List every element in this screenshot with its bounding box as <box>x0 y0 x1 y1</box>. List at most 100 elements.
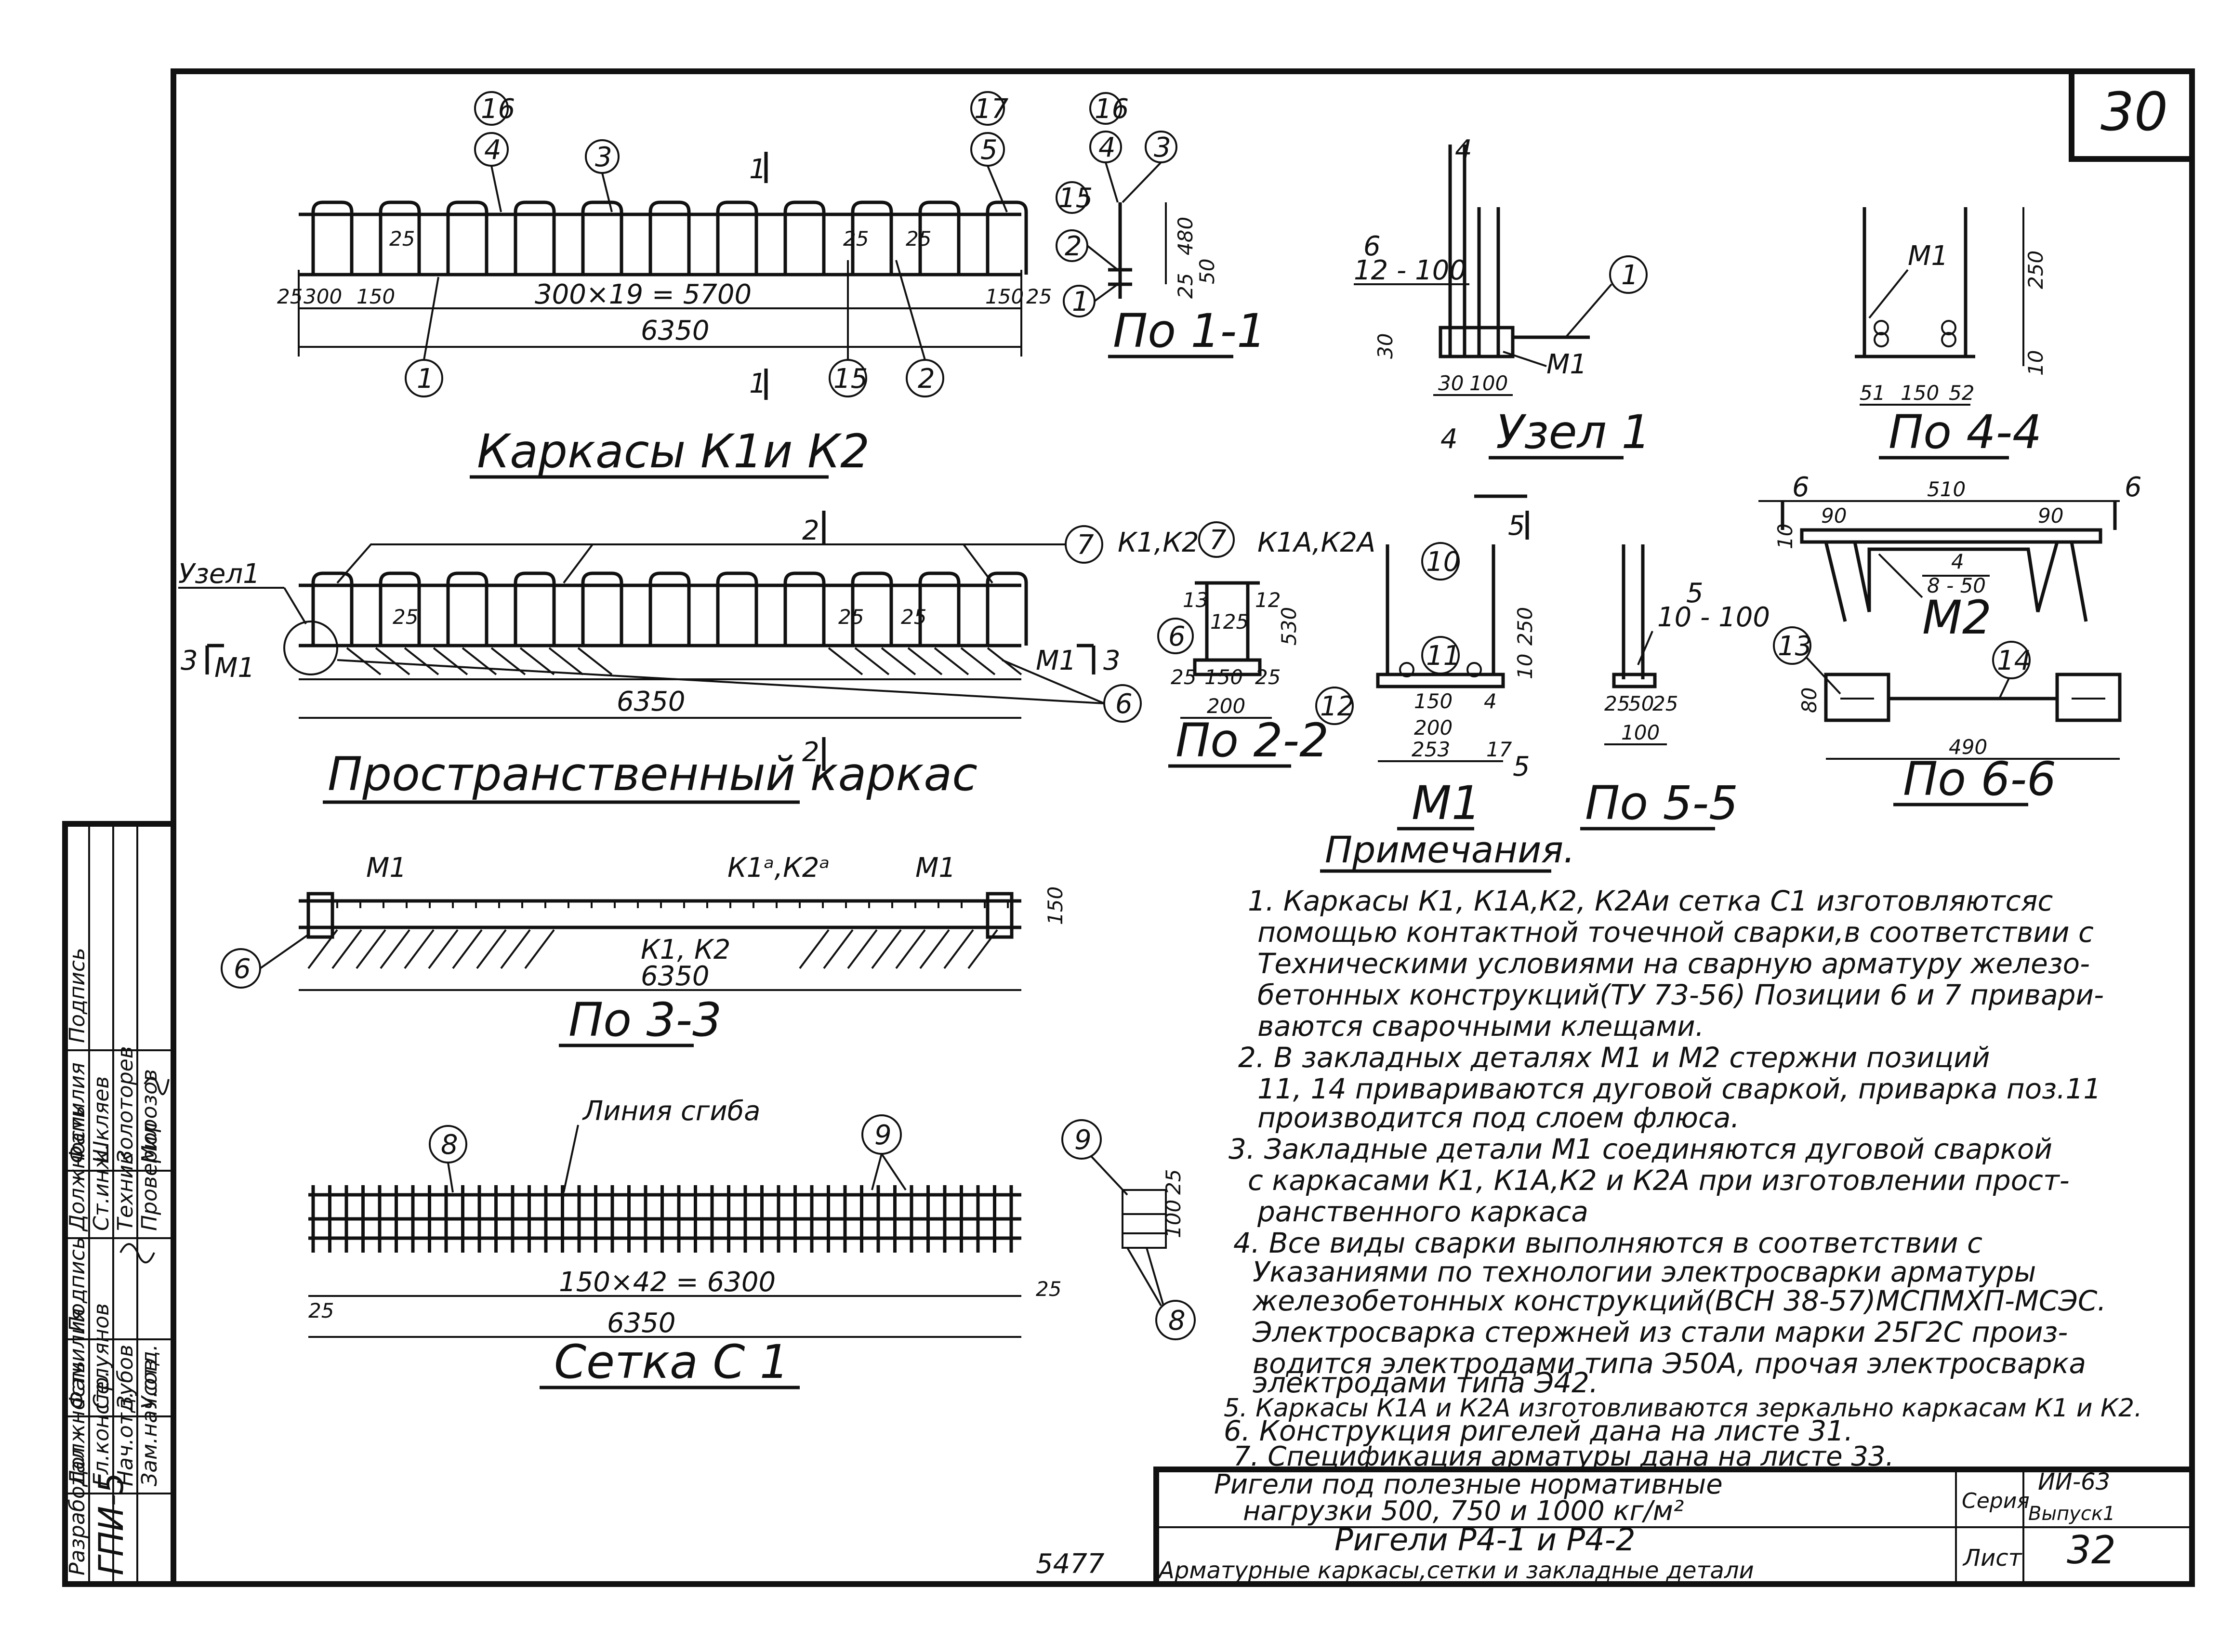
spatial-dim-total: 6350 <box>617 686 686 717</box>
stirrup <box>851 200 893 275</box>
m2-sec6-right: 6 <box>2125 472 2142 503</box>
callout-6-c: 6 <box>221 934 309 989</box>
note-line-16: электродами типа Э42. <box>1253 1366 1598 1399</box>
svg-text:5: 5 <box>980 134 998 166</box>
hatch-line <box>375 647 410 675</box>
s44-dim-150: 150 <box>1901 381 1939 405</box>
node1-sec4-top: 4 <box>1455 134 1472 166</box>
m1-sec5: 5 <box>1508 510 1525 542</box>
hatch-line <box>823 929 854 969</box>
stirrup <box>918 571 961 646</box>
svg-text:1: 1 <box>1621 260 1638 291</box>
m2-spacing: 8 - 50 <box>1927 574 1986 597</box>
stirrup <box>514 571 556 646</box>
note-line-0: 1. Каркасы К1, К1А,К2, К2Аи сетка С1 изг… <box>1248 885 2053 917</box>
svg-text:6: 6 <box>234 953 251 985</box>
stirrup <box>716 200 758 275</box>
section-2-top: 2 <box>802 515 819 546</box>
hatch-line <box>828 647 863 675</box>
s44-m1: М1 <box>1908 240 1948 272</box>
s66-dim-80: 80 <box>1797 687 1821 713</box>
svg-text:3: 3 <box>595 142 612 173</box>
callout-6-a: 6 <box>1103 684 1142 723</box>
hatch-line <box>871 929 902 969</box>
view-s33: М1 М1 К1ᵃ,К2ᵃ К1, К2 6 150 6350 По 3-3 <box>221 852 1067 1047</box>
m2-sec6-left: 6 <box>1792 472 1810 503</box>
note-line-4: ваются сварочными клещами. <box>1257 1010 1704 1043</box>
s55-title: По 5-5 <box>1585 776 1738 830</box>
callout-7-b: 7 <box>1198 521 1235 558</box>
callout-10: 10 <box>1421 542 1460 581</box>
svg-text:2: 2 <box>1065 231 1082 262</box>
k1k2-dim-25b: 25 <box>1026 285 1052 308</box>
k1k2-dim-25c: 25 <box>389 227 415 251</box>
s33-title: По 3-3 <box>568 993 722 1047</box>
mesh-dim-25a: 25 <box>308 1299 334 1322</box>
hatch-line <box>380 929 410 969</box>
hatch-line <box>433 647 468 675</box>
title-block: Ригели под полезные нормативные нагрузки… <box>1153 1467 2195 1587</box>
svg-text:6: 6 <box>1115 688 1133 720</box>
view-m2: 6 6 510 90 90 10 4 8 - 50 М2 <box>1758 472 2142 645</box>
svg-text:16: 16 <box>1095 93 1129 125</box>
corner-number: 30 <box>2100 81 2168 143</box>
s66-title: По 6-6 <box>1903 752 2056 806</box>
m1-right: М1 <box>1036 645 1076 676</box>
hatch-line <box>356 929 386 969</box>
note-line-15: водится электродами типа Э50А, прочая эл… <box>1253 1347 2086 1380</box>
mesh-det-100: 100 <box>1162 1200 1185 1238</box>
svg-text:3: 3 <box>1154 132 1171 163</box>
sheet-label: Лист <box>1962 1545 2023 1572</box>
s11-title: По 1-1 <box>1113 304 1266 358</box>
subtitle-line2: Арматурные каркасы,сетки и закладные дет… <box>1157 1557 1754 1584</box>
note-line-18: 6. Конструкция ригелей дана на листе 31. <box>1224 1414 1853 1447</box>
hatch-line <box>404 647 439 675</box>
hatch-line <box>331 929 362 969</box>
spatial-title: Пространственный каркас <box>328 747 977 801</box>
hatch-line <box>577 647 613 675</box>
mesh-rods <box>311 1185 1013 1253</box>
s22-dim-25b: 25 <box>1255 665 1281 689</box>
s22-dim-530: 530 <box>1277 607 1301 646</box>
spatial-dim-25a: 25 <box>393 605 418 629</box>
hatch-line <box>428 929 459 969</box>
section-1-bottom: 1 <box>749 368 766 399</box>
callout-1-a: 1 <box>405 277 443 397</box>
s22-title: По 2-2 <box>1176 714 1329 767</box>
m1-sec5-b: 5 <box>1513 751 1530 782</box>
s33-dim-total: 6350 <box>641 961 710 992</box>
m1-dim-4: 4 <box>1484 689 1497 713</box>
stirrup <box>648 571 691 646</box>
callout-5-a: 5 <box>970 132 1008 212</box>
s11-dim-50: 50 <box>1195 259 1219 284</box>
callout-3-b: 3 <box>1145 131 1177 163</box>
view-s55: 5 10 - 100 25 50 25 100 По 5-5 <box>1580 544 1770 831</box>
view-s66: 13 14 80 490 По 6-6 <box>1773 626 2122 806</box>
s55-dim-25b: 25 <box>1652 692 1678 715</box>
svg-text:4: 4 <box>1098 132 1116 163</box>
callout-8-a: 8 <box>429 1125 467 1193</box>
note-line-1: помощью контактной точечной сварки,в соо… <box>1257 916 2094 949</box>
callout-2-b: 2 <box>1056 229 1088 262</box>
svg-text:16: 16 <box>481 93 515 125</box>
node1-spacing: 12 - 100 <box>1354 255 1466 286</box>
mesh-det-25: 25 <box>1162 1169 1185 1195</box>
k1k2-title: Каркасы К1и К2 <box>477 424 870 478</box>
k1k2-dim-150b: 150 <box>985 285 1024 308</box>
hatch-line <box>919 929 950 969</box>
s44-dim-10: 10 <box>2024 350 2047 376</box>
m1-left: М1 <box>214 652 255 684</box>
s33-dim-150: 150 <box>1043 886 1067 925</box>
hatch-line <box>404 929 435 969</box>
note-line-8: 3. Закладные детали М1 соединяются дугов… <box>1228 1133 2052 1165</box>
k1k2-dim-150a: 150 <box>357 285 395 308</box>
hatch-line <box>960 647 996 675</box>
svg-text:7: 7 <box>1077 529 1094 561</box>
uzel1-label: Узел1 <box>178 558 260 590</box>
note-line-5: 2. В закладных деталях М1 и М2 стержни п… <box>1238 1041 1990 1074</box>
stamp-r3-c1: Зам.нач.отд. <box>137 1344 162 1486</box>
svg-text:9: 9 <box>874 1120 892 1151</box>
note-line-17: 5. Каркасы К1А и К2А изготовливаются зер… <box>1224 1394 2142 1423</box>
svg-text:1: 1 <box>417 363 434 395</box>
